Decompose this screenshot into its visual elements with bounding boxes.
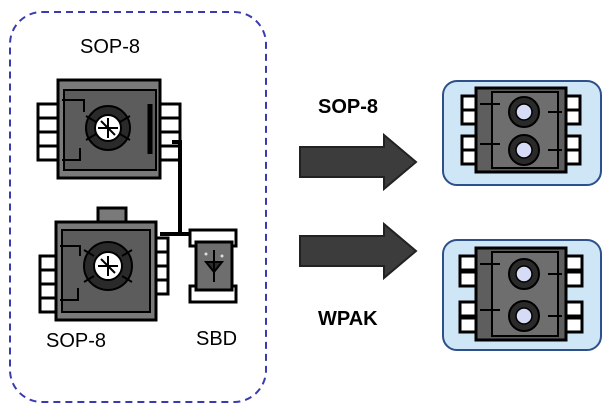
arrow-sop8-label: SOP-8 <box>318 96 379 118</box>
arrow-to-sop8 <box>299 132 418 192</box>
bottom-chip-label: SOP-8 <box>46 330 107 352</box>
top-chip-right-pins <box>158 102 182 162</box>
top-chip-left-pins <box>36 102 60 162</box>
bottom-sop8-chip <box>38 206 170 322</box>
top-sop8-chip <box>36 78 182 180</box>
discrete-group-border <box>9 11 267 403</box>
arrow-to-wpak <box>299 221 418 281</box>
top-chip-label: SOP-8 <box>80 36 141 58</box>
sbd-label: SBD <box>196 328 238 350</box>
integrated-wpak-package <box>442 239 602 351</box>
integrated-sop8-package <box>442 80 602 186</box>
sbd-diode <box>188 228 238 304</box>
arrow-wpak-label: WPAK <box>318 308 378 330</box>
